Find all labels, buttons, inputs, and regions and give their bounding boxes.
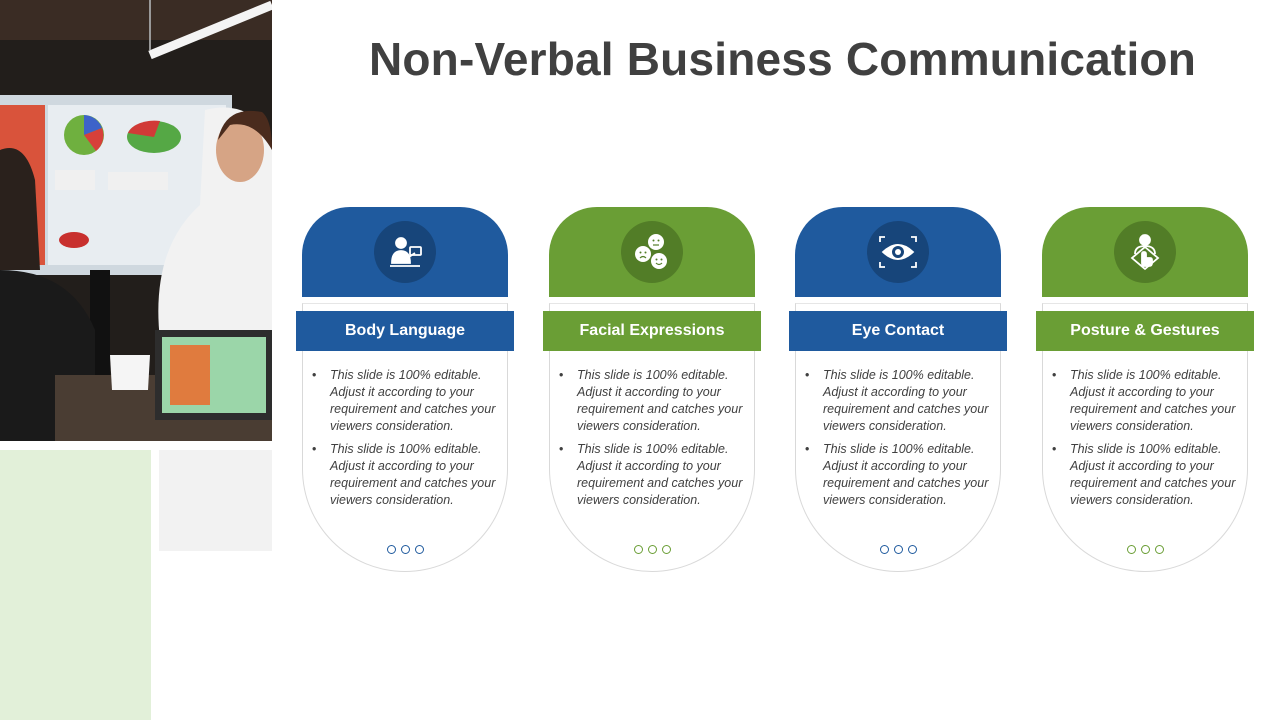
bullet-list: This slide is 100% editable. Adjust it a… (559, 367, 749, 515)
list-item: This slide is 100% editable. Adjust it a… (559, 441, 749, 509)
eye-focus-icon (867, 221, 929, 283)
dot (414, 545, 424, 554)
card-facial-expressions: Facial Expressions This slide is 100% ed… (543, 207, 761, 572)
business-meeting-photo (0, 0, 272, 441)
decorative-green-block (0, 450, 151, 720)
list-item: This slide is 100% editable. Adjust it a… (1052, 367, 1242, 435)
card-posture-gestures: Posture & Gestures This slide is 100% ed… (1036, 207, 1254, 572)
dot (1154, 545, 1164, 554)
dot (661, 545, 671, 554)
dot (400, 545, 410, 554)
list-item: This slide is 100% editable. Adjust it a… (559, 367, 749, 435)
card-header (795, 207, 1001, 297)
pagination-dots (549, 545, 755, 554)
dot (386, 545, 396, 554)
card-heading: Facial Expressions (543, 311, 761, 351)
dot (1140, 545, 1150, 554)
list-item: This slide is 100% editable. Adjust it a… (312, 441, 502, 509)
faces-icon (621, 221, 683, 283)
pagination-dots (302, 545, 508, 554)
pagination-dots (795, 545, 1001, 554)
list-item: This slide is 100% editable. Adjust it a… (1052, 441, 1242, 509)
bullet-list: This slide is 100% editable. Adjust it a… (312, 367, 502, 515)
dot (879, 545, 889, 554)
list-item: This slide is 100% editable. Adjust it a… (805, 441, 995, 509)
gesture-hand-icon (1114, 221, 1176, 283)
card-body-language: Body Language This slide is 100% editabl… (296, 207, 514, 572)
page-title: Non-Verbal Business Communication (368, 33, 1197, 85)
card-heading: Eye Contact (789, 311, 1007, 351)
pagination-dots (1042, 545, 1248, 554)
card-header (1042, 207, 1248, 297)
decorative-grey-block (159, 450, 272, 551)
card-header (302, 207, 508, 297)
dot (893, 545, 903, 554)
presenter-icon (374, 221, 436, 283)
list-item: This slide is 100% editable. Adjust it a… (805, 367, 995, 435)
bullet-list: This slide is 100% editable. Adjust it a… (805, 367, 995, 515)
bullet-list: This slide is 100% editable. Adjust it a… (1052, 367, 1242, 515)
card-heading: Posture & Gestures (1036, 311, 1254, 351)
card-eye-contact: Eye Contact This slide is 100% editable.… (789, 207, 1007, 572)
dot (633, 545, 643, 554)
card-header (549, 207, 755, 297)
card-heading: Body Language (296, 311, 514, 351)
dot (907, 545, 917, 554)
dot (1126, 545, 1136, 554)
list-item: This slide is 100% editable. Adjust it a… (312, 367, 502, 435)
dot (647, 545, 657, 554)
